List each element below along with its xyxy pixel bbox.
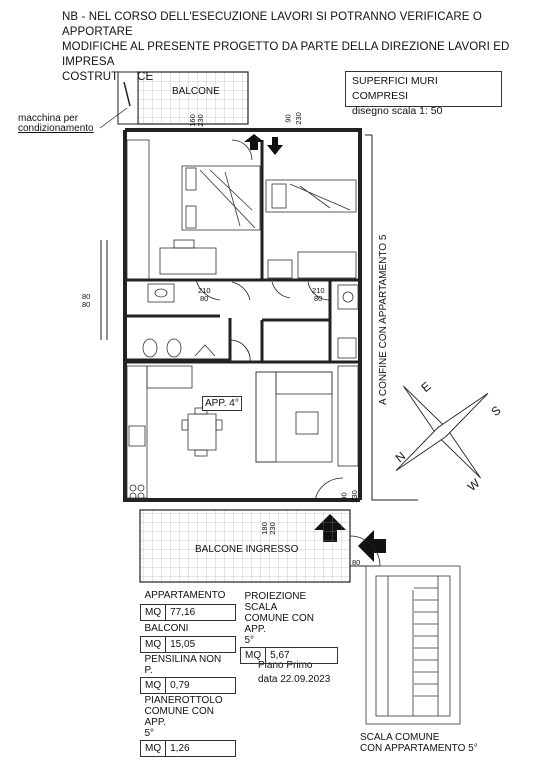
interior-walls xyxy=(125,140,360,364)
dim-210-b: 210 xyxy=(312,286,325,295)
entry-arrows xyxy=(244,134,386,562)
entrance-balcony-label: BALCONE INGRESSO xyxy=(195,544,299,555)
area-stair-unit: MQ xyxy=(239,647,267,664)
area-apartment-unit: MQ xyxy=(139,603,167,621)
stair-label-2: CON APPARTAMENTO 5° xyxy=(360,743,478,754)
area-landing-name-1: PIANEROTTOLO xyxy=(144,694,223,706)
top-balcony xyxy=(99,71,249,129)
area-landing-value: 1,26 xyxy=(165,739,236,757)
door-swings xyxy=(195,139,344,501)
dim-230-b: 230 xyxy=(349,490,359,503)
single-bed xyxy=(265,179,357,279)
surface-note-box: SUPERFICI MURI COMPRESI disegno scala 1:… xyxy=(345,71,502,117)
area-landing-name-2: COMUNE CON APP. xyxy=(144,705,214,728)
stair-label-1: SCALA COMUNE xyxy=(360,732,440,743)
border-label: A CONFINE CON APPARTAMENTO 5 xyxy=(378,234,389,405)
dim-90-top: 90 xyxy=(283,114,293,123)
kitchen-furniture xyxy=(126,365,223,500)
dim-80-a: 80 xyxy=(200,294,209,303)
ac-unit-label-1: macchina per xyxy=(18,113,79,124)
area-balconies-value: 15,05 xyxy=(165,635,236,653)
apartment-label: APP. 4° xyxy=(202,396,242,411)
area-landing-name: PIANEROTTOLO COMUNE CON APP. 5° xyxy=(140,693,236,741)
dim-90-b: 90 xyxy=(339,492,349,501)
area-apartment-value: 77,16 xyxy=(165,603,236,621)
balcony-label: BALCONE xyxy=(172,86,220,97)
area-canopy-name: PENSILINA NON P. xyxy=(140,652,236,678)
sofa xyxy=(255,365,359,467)
dim-210-a: 210 xyxy=(198,286,211,295)
note-line-2: MODIFICHE AL PRESENTE PROGETTO DA PARTE … xyxy=(62,41,510,68)
surface-note-title: SUPERFICI MURI COMPRESI xyxy=(352,75,438,102)
area-stair-name-1: PROIEZIONE SCALA xyxy=(244,591,307,613)
project-note: NB - NEL CORSO DELL'ESECUZIONE LAVORI SI… xyxy=(62,10,522,85)
area-stair-name-2: COMUNE CON APP. xyxy=(244,613,314,635)
ac-unit-label-2: condizionamento xyxy=(18,123,94,134)
scale-note: disegno scala 1: 50 xyxy=(352,105,443,117)
common-stair xyxy=(365,565,461,725)
area-balconies-unit: MQ xyxy=(139,635,167,653)
dim-80-b: 80 xyxy=(314,294,323,303)
double-bed xyxy=(126,139,261,281)
area-stair-value: 5,67 xyxy=(265,647,338,664)
compass-rose xyxy=(395,385,489,479)
entrance-balcony xyxy=(139,509,381,583)
area-landing-name-3: 5° xyxy=(144,727,155,739)
dim-230-c: 230 xyxy=(267,522,277,535)
area-balconies-name: BALCONI xyxy=(140,620,236,637)
floor-label: Piano Primo xyxy=(258,660,313,671)
note-line-1: NB - NEL CORSO DELL'ESECUZIONE LAVORI SI… xyxy=(62,11,482,38)
dim-230: 230 xyxy=(195,114,205,127)
dim-80-c: 80 xyxy=(82,292,91,301)
dim-80-d: 80 xyxy=(82,300,91,309)
dim-230-top: 230 xyxy=(293,112,303,125)
area-canopy-value: 0,79 xyxy=(165,676,236,694)
bathroom-fixtures xyxy=(142,283,359,359)
outer-walls xyxy=(123,128,362,502)
area-stair-name: PROIEZIONE SCALA COMUNE CON APP. 5° xyxy=(240,590,338,648)
dim-80-e: 80 xyxy=(352,558,361,567)
date-label: data 22.09.2023 xyxy=(258,674,331,685)
area-stair-name-3: 5° xyxy=(244,635,255,646)
area-landing-unit: MQ xyxy=(139,739,167,757)
area-apartment-name: APPARTAMENTO xyxy=(140,588,236,605)
area-canopy-unit: MQ xyxy=(139,676,167,694)
